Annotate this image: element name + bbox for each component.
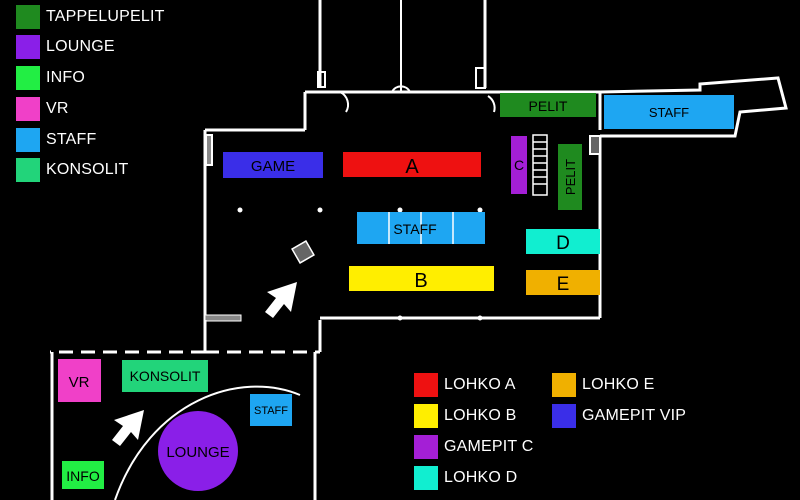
legend-item-lohko-d: LOHKO D [414, 466, 517, 490]
area-vr-label: VR [69, 374, 90, 391]
legend-swatch-gamepit-vip [552, 404, 576, 428]
area-staff-top-label: STAFF [649, 105, 689, 120]
legend-item-info: INFO [16, 66, 85, 90]
area-info[interactable]: INFO [62, 461, 104, 489]
legend-label-lohko-b: LOHKO B [444, 407, 517, 424]
legend-label-staff: STAFF [46, 131, 97, 148]
arrow-up-right-icon [265, 282, 297, 318]
legend-label-gamepit-vip: GAMEPIT VIP [582, 407, 687, 424]
legend-label-lounge: LOUNGE [46, 38, 115, 55]
area-e[interactable]: E [526, 270, 600, 295]
area-game[interactable]: GAME [223, 152, 323, 178]
legend-item-lohko-a: LOHKO A [414, 373, 516, 397]
legend-item-staff: STAFF [16, 128, 96, 152]
legend-swatch-lohko-b [414, 404, 438, 428]
legend-item-gamepit-vip: GAMEPIT VIP [552, 404, 686, 428]
legend-swatch-vr [16, 97, 40, 121]
area-staff-center-label: STAFF [393, 221, 436, 237]
legend-swatch-staff [16, 128, 40, 152]
area-konsolit[interactable]: KONSOLIT [122, 360, 208, 392]
legend-swatch-tappelupelit [16, 5, 40, 29]
legend-item-lounge: LOUNGE [16, 35, 115, 59]
legend-label-lohko-a: LOHKO A [444, 376, 516, 393]
area-c-label: C [514, 157, 524, 173]
legend-swatch-lohko-e [552, 373, 576, 397]
legend-item-gamepit-c: GAMEPIT C [414, 435, 534, 459]
area-lounge-label: LOUNGE [166, 444, 229, 461]
area-pelit-top[interactable]: PELIT [500, 93, 596, 117]
area-staff-top[interactable]: STAFF [604, 95, 734, 129]
legend-swatch-info [16, 66, 40, 90]
legend-item-vr: VR [16, 97, 69, 121]
legend-label-lohko-e: LOHKO E [582, 376, 655, 393]
area-a-label: A [405, 156, 419, 178]
area-pelit-side[interactable]: PELIT [558, 144, 582, 210]
column-box [291, 240, 315, 264]
area-d-label: D [556, 233, 570, 254]
legend-label-tappelupelit: TAPPELUPELIT [46, 8, 165, 25]
legend-label-lohko-d: LOHKO D [444, 469, 518, 486]
arrow-up-right-icon [112, 410, 144, 446]
area-a[interactable]: A [343, 152, 481, 178]
area-e-label: E [557, 274, 570, 295]
area-b-label: B [414, 270, 427, 292]
area-d[interactable]: D [526, 229, 600, 254]
legend-label-konsolit: KONSOLIT [46, 161, 129, 178]
legend-swatch-gamepit-c [414, 435, 438, 459]
area-konsolit-label: KONSOLIT [130, 368, 201, 384]
legend-item-lohko-b: LOHKO B [414, 404, 517, 428]
area-staff-small-label: STAFF [254, 405, 288, 417]
legend-swatch-lounge [16, 35, 40, 59]
legend-swatch-konsolit [16, 158, 40, 182]
area-info-label: INFO [66, 468, 100, 484]
legend-item-tappelupelit: TAPPELUPELIT [16, 5, 165, 29]
area-vr[interactable]: VR [58, 359, 101, 402]
legend-swatch-lohko-a [414, 373, 438, 397]
legend-label-vr: VR [46, 100, 69, 117]
legend-item-lohko-e: LOHKO E [552, 373, 655, 397]
area-staff-small[interactable]: STAFF [250, 394, 292, 426]
area-pelit-top-label: PELIT [529, 98, 568, 114]
legend-label-info: INFO [46, 69, 86, 86]
legend-item-konsolit: KONSOLIT [16, 158, 129, 182]
pillars [237, 207, 483, 321]
legend-label-gamepit-c: GAMEPIT C [444, 438, 534, 455]
area-c[interactable]: C [511, 136, 527, 194]
stairs [532, 134, 548, 196]
area-game-label: GAME [251, 158, 295, 175]
area-lounge[interactable]: LOUNGE [158, 411, 238, 491]
legend-swatch-lohko-d [414, 466, 438, 490]
area-b[interactable]: B [349, 266, 494, 292]
area-pelit-side-label: PELIT [563, 159, 578, 195]
walls [50, 0, 788, 500]
area-staff-center[interactable]: STAFF [357, 212, 485, 244]
